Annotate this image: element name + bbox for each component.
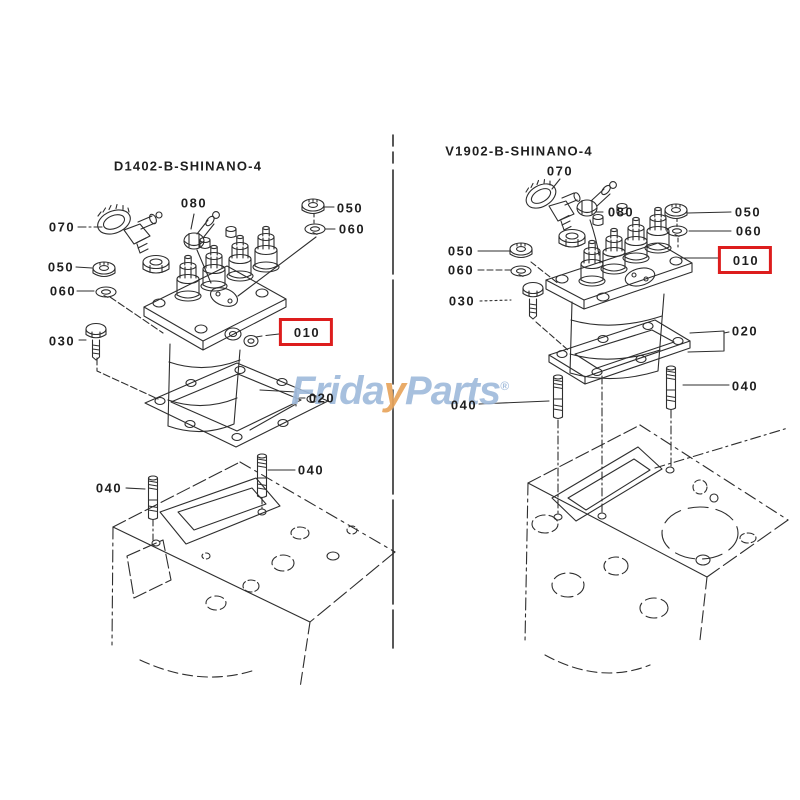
watermark-text-right: Parts <box>405 369 501 413</box>
watermark-registered-mark: ® <box>500 379 509 393</box>
part-label-left-040-left: 040 <box>95 480 123 496</box>
part-label-left-070: 070 <box>48 219 76 235</box>
part-label-left-050-right: 050 <box>336 200 364 216</box>
left-diagram-art <box>75 198 396 689</box>
part-label-left-060-right: 060 <box>338 221 366 237</box>
part-label-right-070: 070 <box>546 163 574 179</box>
watermark-text-left: Frida <box>291 369 385 413</box>
watermark: FridayParts® <box>291 369 509 414</box>
part-label-left-040-right: 040 <box>297 462 325 478</box>
part-label-right-050-left: 050 <box>447 243 475 259</box>
part-label-left-060-left: 060 <box>49 283 77 299</box>
part-label-right-080: 080 <box>607 204 635 220</box>
diagram-title-right: V1902-B-SHINANO-4 <box>445 143 593 159</box>
part-label-right-040-left: 040 <box>450 397 478 413</box>
part-label-right-030: 030 <box>448 293 476 309</box>
part-label-right-050-right: 050 <box>734 204 762 220</box>
part-label-right-020: 020 <box>731 323 759 339</box>
part-label-left-030: 030 <box>48 333 76 349</box>
part-label-left-010: 010 <box>278 318 334 346</box>
part-label-left-020: 020 <box>308 390 336 406</box>
part-label-left-050-left: 050 <box>47 259 75 275</box>
part-label-right-040-right: 040 <box>731 378 759 394</box>
part-label-left-080: 080 <box>180 195 208 211</box>
part-label-right-060-right: 060 <box>735 223 763 239</box>
right-diagram-art <box>477 178 789 674</box>
part-label-right-060-left: 060 <box>447 262 475 278</box>
watermark-swoosh: y <box>383 369 406 413</box>
part-label-right-010: 010 <box>717 246 773 274</box>
diagram-title-left: D1402-B-SHINANO-4 <box>113 158 263 174</box>
